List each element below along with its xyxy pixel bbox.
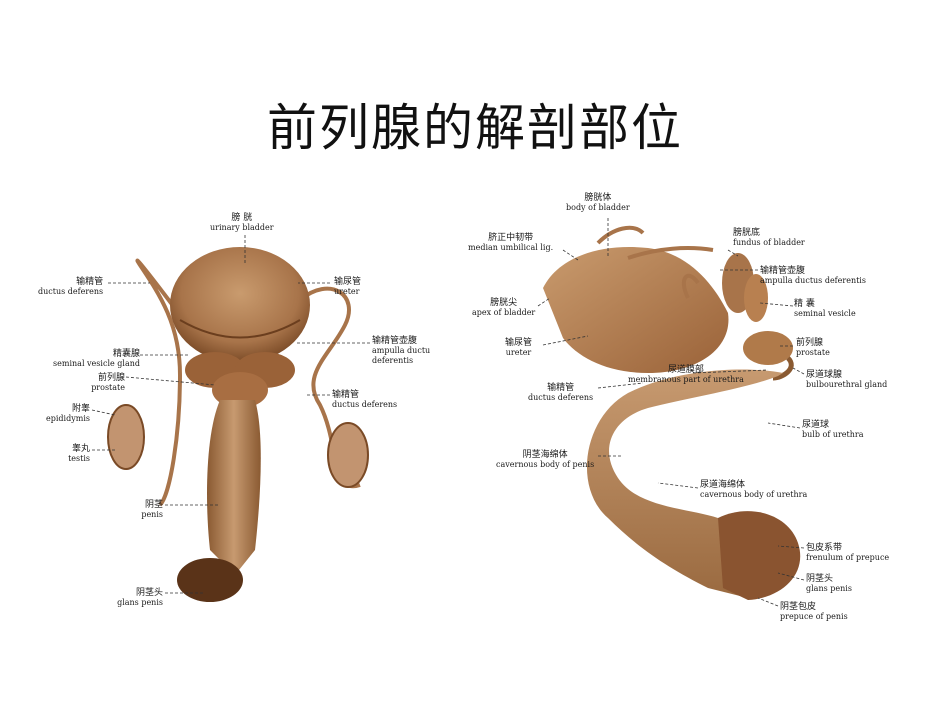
left-anatomy-illustration <box>91 235 370 602</box>
page-title: 前列腺的解剖部位 <box>267 99 683 157</box>
right-anatomy-illustration <box>537 218 805 607</box>
left-leader-lines <box>91 235 370 594</box>
right-leader-lines <box>537 218 805 607</box>
